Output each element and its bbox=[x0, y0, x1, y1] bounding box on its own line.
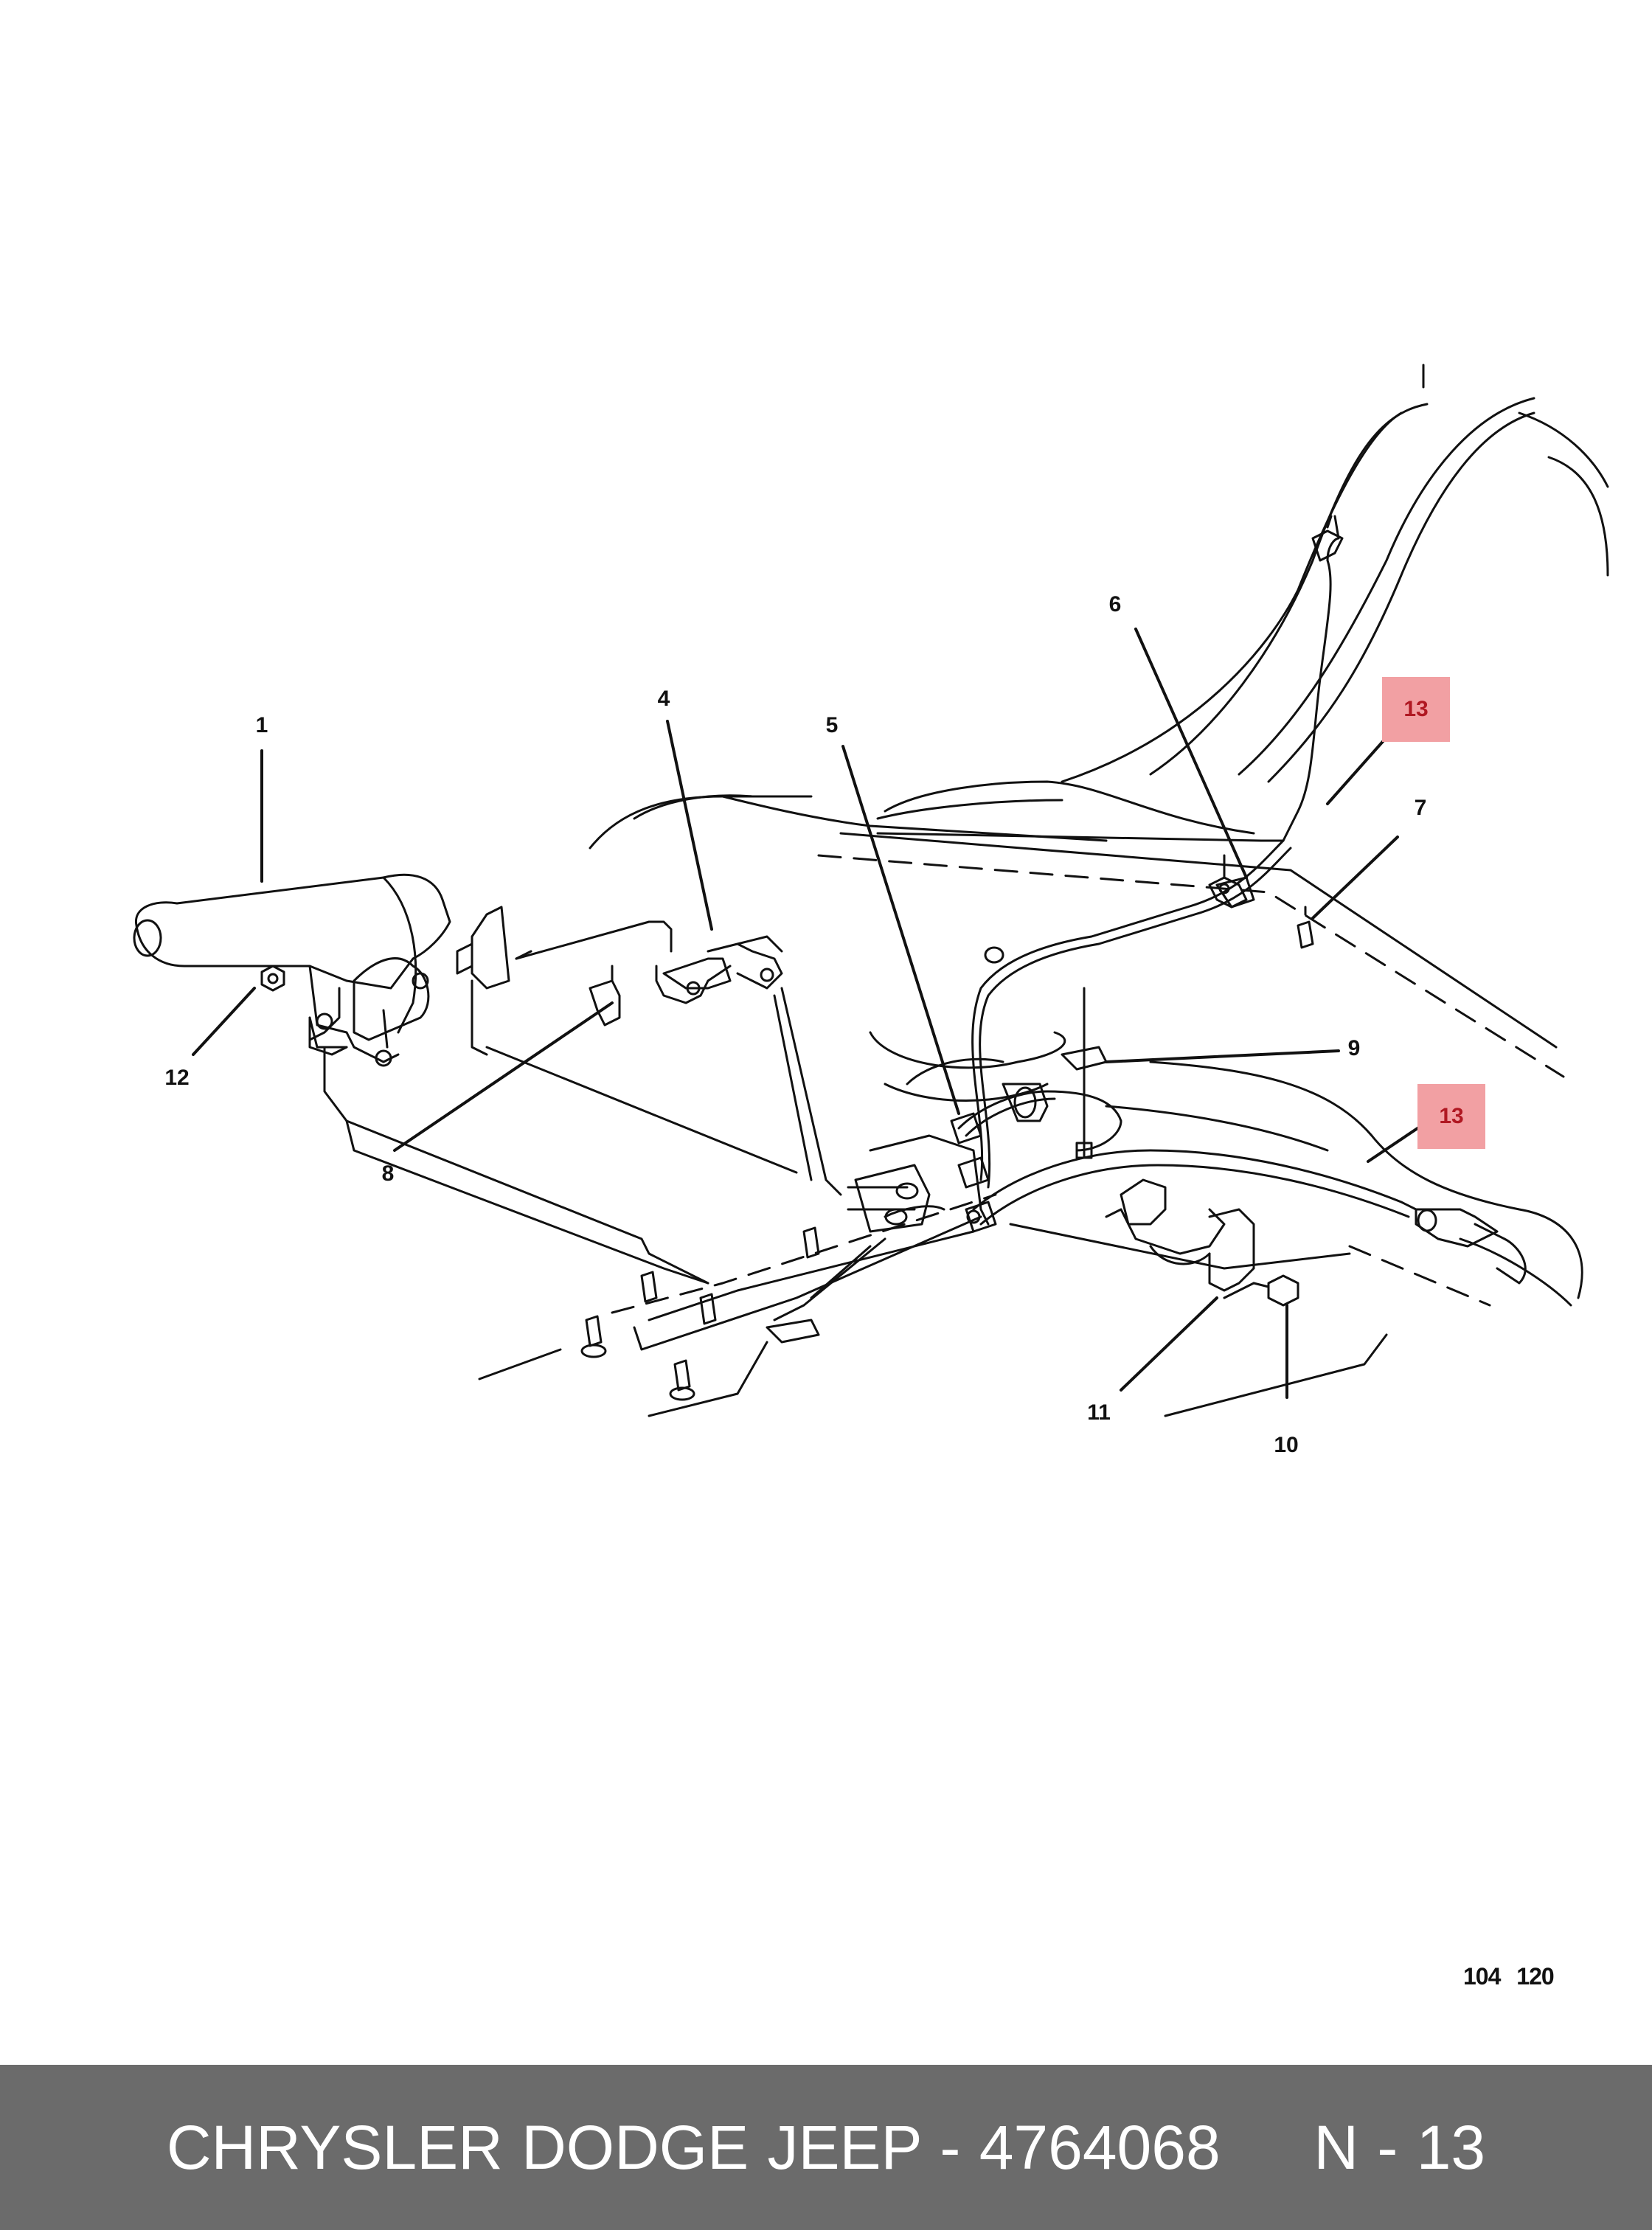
drawing-code: 104 120 bbox=[1463, 1963, 1555, 1990]
parking-brake-diagram bbox=[133, 364, 1609, 1417]
equalizer-assembly bbox=[773, 1112, 997, 1321]
clip-item-6 bbox=[1208, 854, 1248, 909]
floor-tunnel-outline bbox=[478, 364, 1609, 1417]
cable-item-13-upper bbox=[971, 515, 1344, 1189]
cable-item-13-lower bbox=[972, 1149, 1527, 1285]
leader-lines bbox=[192, 628, 1432, 1399]
bracket-item-11 bbox=[1105, 1178, 1255, 1299]
callout-5: 5 bbox=[825, 713, 839, 737]
stud-item-7 bbox=[1297, 906, 1314, 949]
center-cable bbox=[906, 987, 1122, 1159]
callout-4: 4 bbox=[657, 687, 670, 711]
footer-bar: CHRYSLER DODGE JEEP - 4764068 N - 13 bbox=[0, 2065, 1652, 2230]
callout-1: 1 bbox=[255, 713, 268, 737]
callout-12: 12 bbox=[164, 1066, 190, 1090]
lever-mount-base bbox=[308, 979, 798, 1285]
callout-13-highlighted: 13 bbox=[1417, 1084, 1485, 1149]
callout-7: 7 bbox=[1414, 796, 1427, 820]
footer-part-number-text: CHRYSLER DODGE JEEP - 4764068 N - 13 bbox=[166, 2112, 1486, 2182]
bolt-item-10 bbox=[1252, 1274, 1299, 1307]
hand-brake-lever bbox=[133, 873, 532, 1067]
bracket-item-4 bbox=[515, 920, 842, 1196]
callout-10: 10 bbox=[1274, 1433, 1299, 1457]
floor-studs bbox=[580, 1226, 820, 1401]
callout-6: 6 bbox=[1108, 592, 1122, 616]
callout-13-highlighted: 13 bbox=[1382, 677, 1450, 742]
clip-item-8 bbox=[589, 965, 621, 1027]
callout-11: 11 bbox=[1087, 1400, 1111, 1425]
callout-8: 8 bbox=[381, 1161, 395, 1186]
callout-9: 9 bbox=[1347, 1036, 1361, 1060]
nut-item-12 bbox=[260, 965, 285, 992]
